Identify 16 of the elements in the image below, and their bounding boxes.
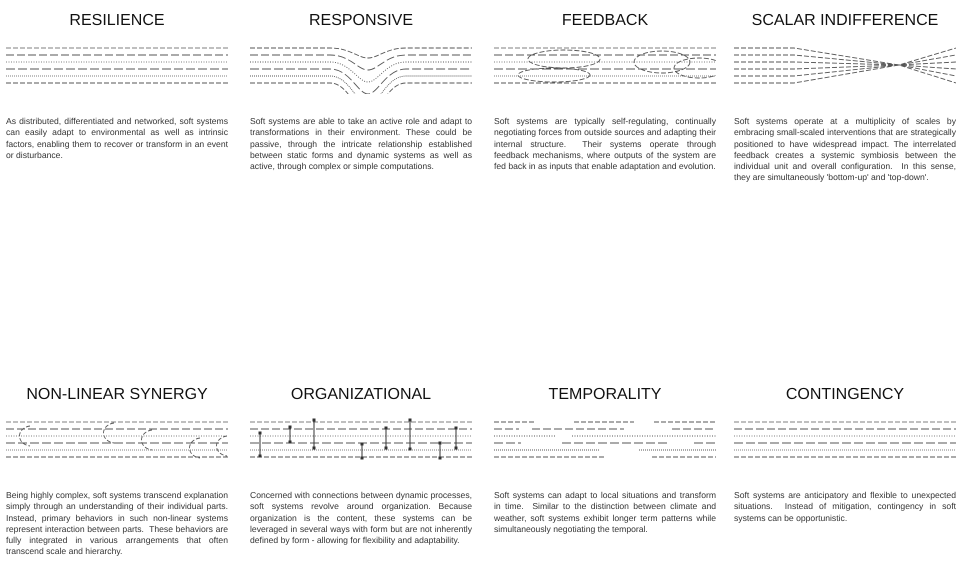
description-text: Soft systems are anticipatory and flexible to unexpected situations. Instead of mitigation, contingency in soft systems can be opportunistic. xyxy=(734,490,956,524)
panel-heading: SCALAR INDIFFERENCE xyxy=(752,12,938,30)
panel-heading: RESILIENCE xyxy=(69,12,165,30)
panel-heading: TEMPORALITY xyxy=(548,386,662,404)
description-text: Soft systems operate at a multiplicity of scales by embracing small-scaled interventions that are strategically positioned to have widespread impact. The interrelated feedback creates a systemic symbiosis between the individual unit and overall configuration. In this sense, they are simultaneously 'bottom-up' and 'top-down'. xyxy=(734,116,956,184)
description-text: Being highly complex, soft systems transcend explanation simply through an understanding of their individual parts. Instead, primary behaviors in such non-linear systems represent interaction between parts. These behaviors are fully integrated in various arrangements that often transcend scale and hierarchy. xyxy=(6,490,228,558)
description-text: Concerned with connections between dynamic processes, soft systems revolve around organization. Because organization is the content, these systems can be leveraged in several ways with form but are not inherently defined by form - allowing for flexibility and adaptability. xyxy=(250,490,472,546)
panel-heading: RESPONSIVE xyxy=(308,12,414,30)
description-text: As distributed, differentiated and networked, soft systems can easily adapt to environmental as well as intrinsic factors, enabling them to recover or transform in an event or disturbance. xyxy=(6,116,228,162)
panel-heading: FEEDBACK xyxy=(562,12,648,30)
panel-heading: ORGANIZATIONAL xyxy=(290,386,432,404)
panel-heading: CONTINGENCY xyxy=(786,386,904,404)
panel-heading: NON-LINEAR SYNERGY xyxy=(26,386,208,404)
description-text: Soft systems are typically self-regulating, continually negotiating forces from outside sources and adapting their internal structure. Their systems operate through feedback mechanisms, where outputs of the system are fed back in as inputs that enable adaptation and evolution. xyxy=(494,116,716,172)
description-text: Soft systems can adapt to local situations and transform in time. Similar to the distinction between climate and weather, soft systems exhibit longer term patterns while simultaneously negotiating the temporal. xyxy=(494,490,716,536)
description-text: Soft systems are able to take an active role and adapt to transformations in their environment. These could be passive, through the intricate relationship established between static forms and dynamic systems as well as active, through complex or simple computations. xyxy=(250,116,472,172)
